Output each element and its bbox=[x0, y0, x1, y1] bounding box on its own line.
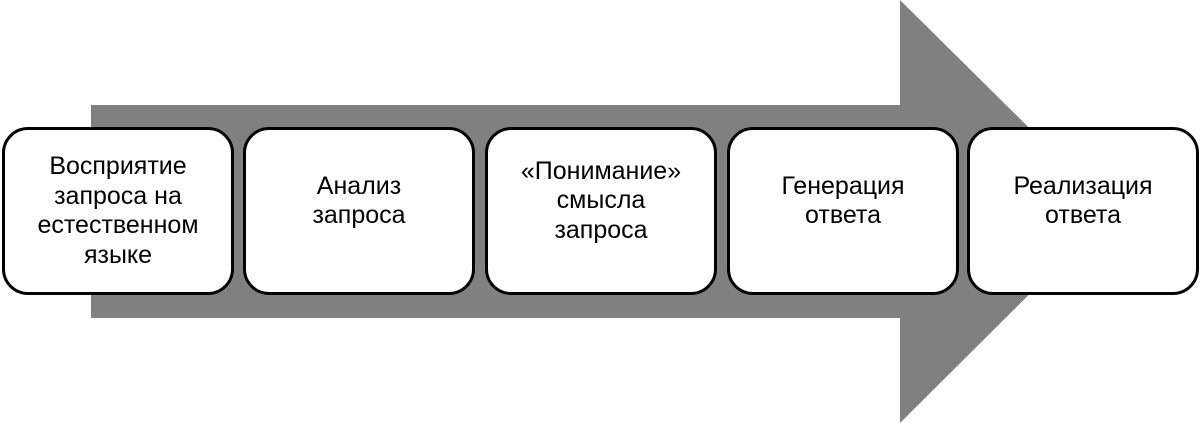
step-analysis: Анализ запроса bbox=[243, 127, 475, 295]
step-perception: Восприятие запроса на естественном языке bbox=[2, 127, 234, 295]
step-understanding: «Понимание» смысла запроса bbox=[485, 127, 717, 295]
step-perception-label: Восприятие запроса на естественном языке bbox=[37, 152, 199, 269]
step-generation: Генерация ответа bbox=[727, 127, 959, 295]
step-generation-label: Генерация ответа bbox=[781, 171, 905, 230]
step-understanding-label: «Понимание» смысла запроса bbox=[520, 156, 682, 244]
step-realization-label: Реализация ответа bbox=[1013, 171, 1153, 230]
step-realization: Реализация ответа bbox=[967, 127, 1199, 295]
step-analysis-label: Анализ запроса bbox=[312, 171, 406, 230]
